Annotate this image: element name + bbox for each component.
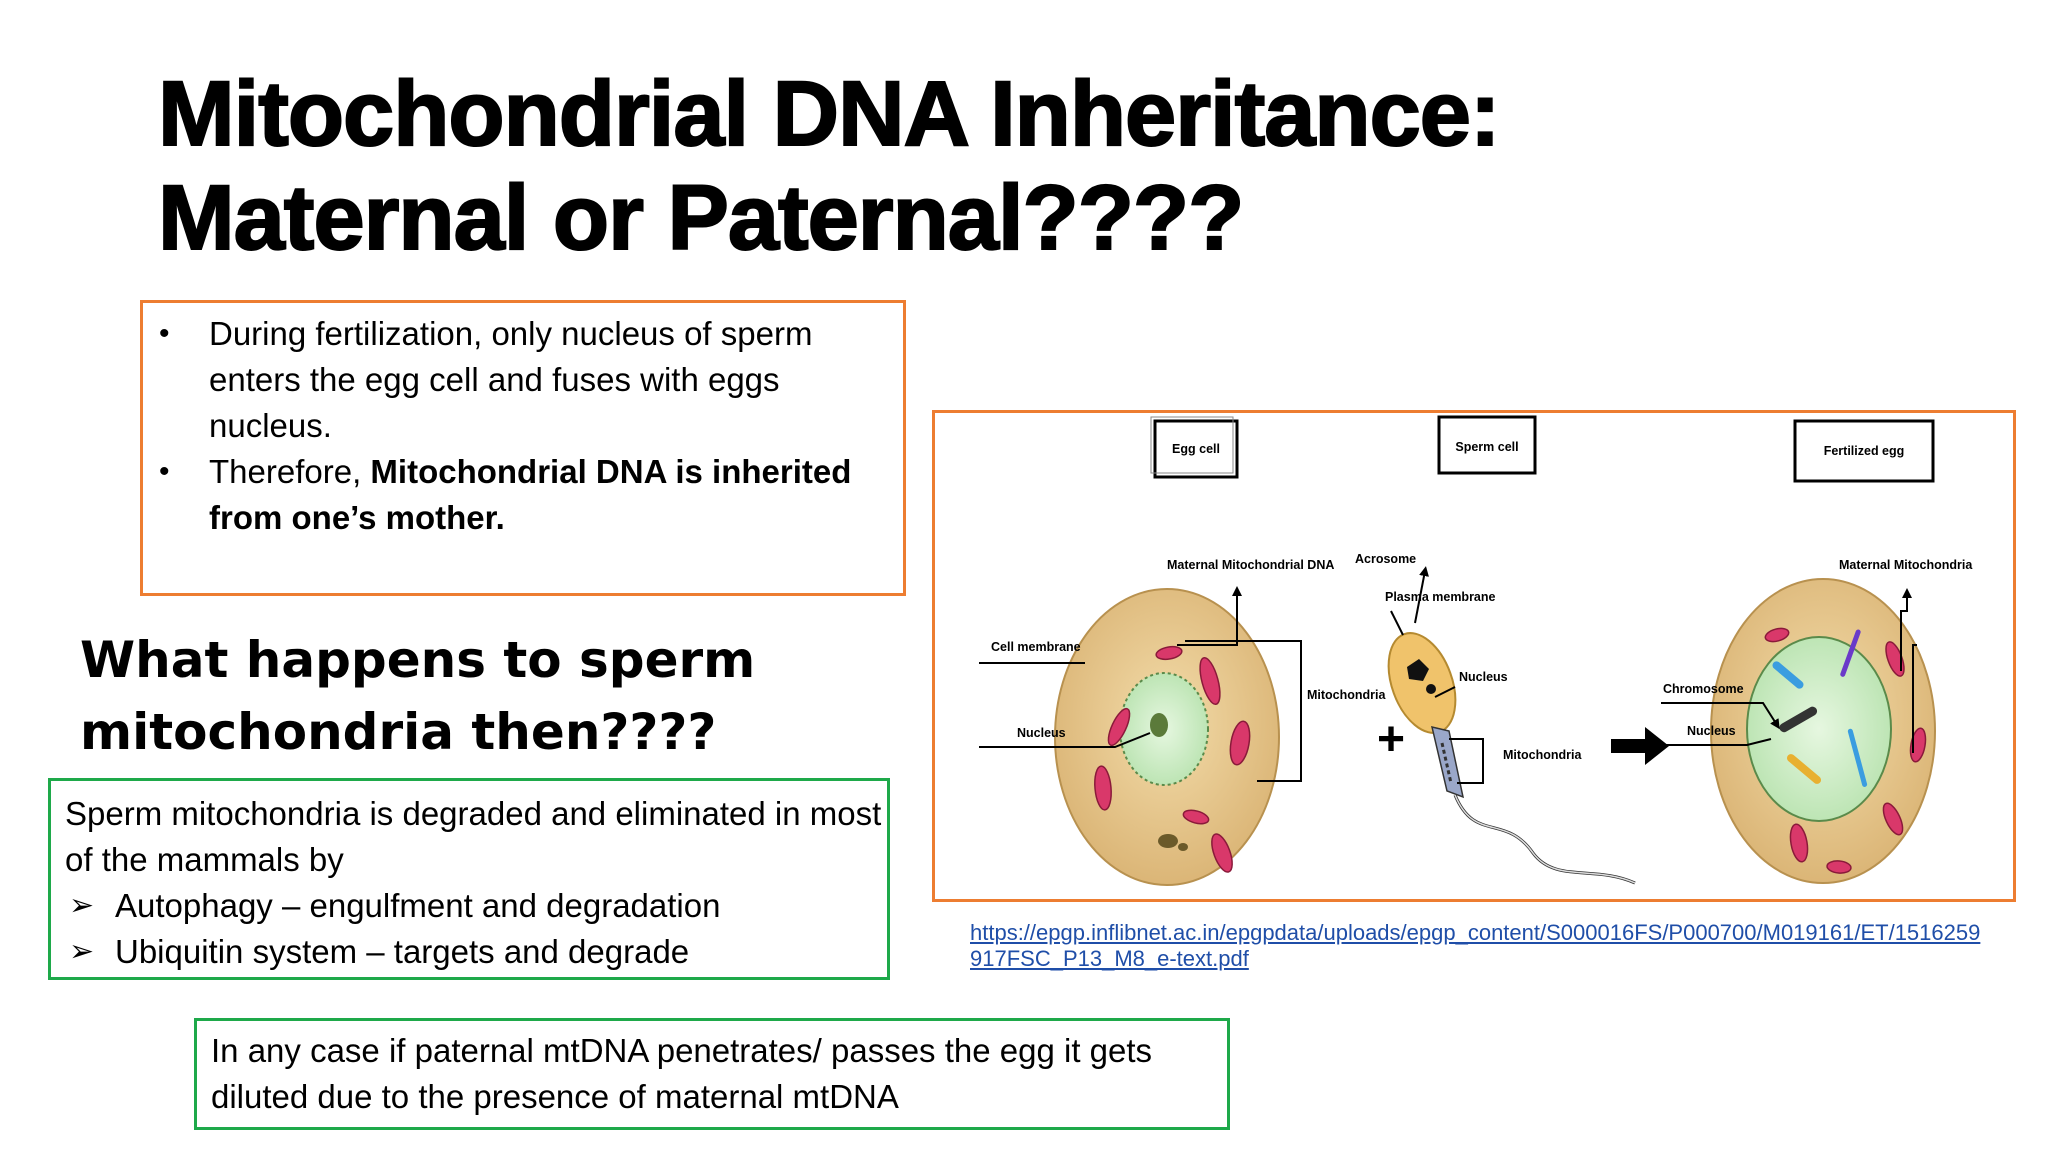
slide-title-line2: Maternal or Paternal???? <box>157 166 1245 270</box>
fertilized-nucleus-label: Nucleus <box>1687 724 1736 738</box>
fertilized-egg-illustration <box>1710 578 1936 884</box>
sperm-cell-label: Sperm cell <box>1455 440 1518 454</box>
acrosome-label: Acrosome <box>1355 552 1416 566</box>
fertilization-bullet-list: • During fertilization, only nucleus of … <box>159 311 899 541</box>
egg-mitochondria-bracket <box>1185 640 1302 782</box>
chromosome-label: Chromosome <box>1663 682 1744 696</box>
fertilized-egg-header: Fertilized egg <box>1793 419 1935 483</box>
egg-mitochondria-label: Mitochondria <box>1307 688 1387 702</box>
maternal-mtdna-arrow <box>1177 586 1242 646</box>
arrowhead-bullet-icon: ➢ <box>69 935 95 968</box>
fertilized-egg-label: Fertilized egg <box>1824 444 1905 458</box>
plus-sign: + <box>1377 713 1405 766</box>
maternal-mtdna-label: Maternal Mitochondrial DNA <box>1167 558 1334 572</box>
list-item: • Therefore, Mitochondrial DNA is inheri… <box>159 449 899 541</box>
degradation-info-box: Sperm mitochondria is degraded and elimi… <box>48 778 890 980</box>
bullet-icon: • <box>159 317 170 350</box>
plasma-membrane-label: Plasma membrane <box>1385 590 1496 604</box>
source-link[interactable]: https://epgp.inflibnet.ac.in/epgpdata/up… <box>970 920 1981 971</box>
fertilization-diagram: Egg cell Sperm cell Fertilized egg <box>932 410 2016 902</box>
sperm-mitochondria-label: Mitochondria <box>1503 748 1583 762</box>
sperm-cell-illustration <box>1387 632 1636 885</box>
egg-cell-illustration <box>1054 588 1280 886</box>
bullet-text-plain: Therefore, <box>209 453 371 490</box>
egg-nucleus-label: Nucleus <box>1017 726 1066 740</box>
list-item: ➢ Autophagy – engulfment and degradation <box>65 883 885 929</box>
egg-nucleus-leader <box>979 732 1151 748</box>
fertilized-nucleus-leader <box>1661 738 1772 746</box>
list-item-text: Ubiquitin system – targets and degrade <box>115 933 690 970</box>
maternal-mitochondria-label: Maternal Mitochondria <box>1839 558 1973 572</box>
maternal-mitochondria-bracket <box>1912 644 1917 753</box>
maternal-mitochondria-arrow <box>1900 588 1912 671</box>
dilution-text: In any case if paternal mtDNA penetrates… <box>211 1032 1153 1115</box>
slide-title-line1: Mitochondrial DNA Inheritance: <box>157 62 1502 166</box>
plasma-membrane-leader <box>1390 610 1404 636</box>
sperm-nucleus-leader <box>1434 686 1456 698</box>
list-item: • During fertilization, only nucleus of … <box>159 311 899 449</box>
list-item: ➢ Ubiquitin system – targets and degrade <box>65 929 885 975</box>
egg-cell-label: Egg cell <box>1172 442 1220 456</box>
egg-cell-header: Egg cell <box>1150 416 1239 479</box>
fertilization-info-box: • During fertilization, only nucleus of … <box>140 300 906 596</box>
dilution-info-box: In any case if paternal mtDNA penetrates… <box>194 1018 1230 1130</box>
bullet-icon: • <box>159 455 170 488</box>
acrosome-arrow <box>1414 566 1429 624</box>
cell-membrane-label: Cell membrane <box>991 640 1081 654</box>
chromosome-arrow <box>1661 702 1780 730</box>
sperm-cell-header: Sperm cell <box>1437 415 1537 475</box>
bullet-text-bold: Mitochondrial DNA is inherited from one’… <box>209 453 852 536</box>
degradation-lead-text: Sperm mitochondria is degraded and elimi… <box>65 795 882 878</box>
slide-title: Mitochondrial DNA Inheritance: Maternal … <box>157 62 1658 270</box>
section-heading: What happens to sperm mitochondria then?… <box>80 631 756 761</box>
process-arrow-icon <box>1611 727 1669 765</box>
list-item-text: Autophagy – engulfment and degradation <box>115 887 721 924</box>
sperm-nucleus-label: Nucleus <box>1459 670 1508 684</box>
bullet-text: During fertilization, only nucleus of sp… <box>209 315 813 444</box>
arrowhead-bullet-icon: ➢ <box>69 889 95 922</box>
sperm-mitochondria-bracket <box>1449 738 1484 784</box>
